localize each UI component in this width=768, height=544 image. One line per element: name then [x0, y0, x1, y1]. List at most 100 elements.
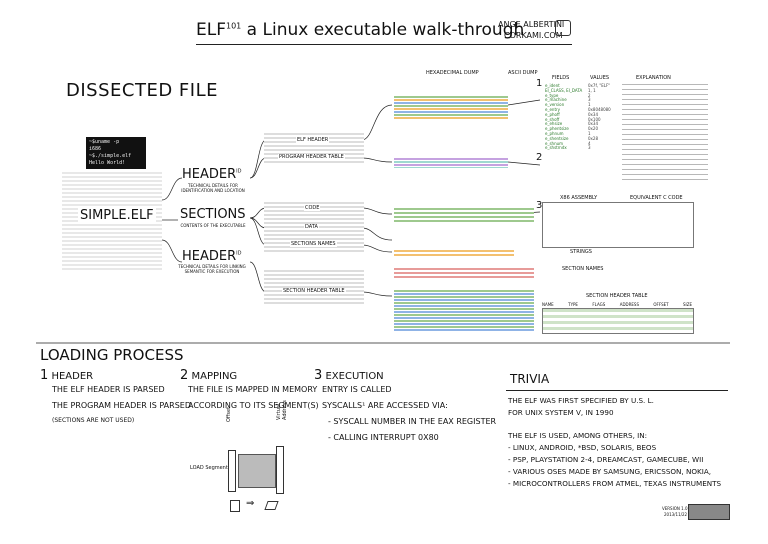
hex-rows-header [394, 96, 508, 120]
title-prefix: ELF [196, 20, 226, 40]
header2-label-text: HEADER [182, 249, 237, 264]
loading-title: LOADING PROCESS [40, 346, 184, 364]
value-item: 1, 1 [588, 87, 596, 93]
va-label: Virtual Address [276, 400, 288, 420]
trivia-line [508, 419, 721, 431]
col-ascii: ASCII DUMP [508, 70, 538, 76]
load-segment-box [238, 454, 276, 488]
fields-list: e_ident EI_CLASS, EI_DATA e_type e_machi… [545, 83, 583, 151]
value-item: 1 [588, 130, 591, 136]
terminal-line: i686 [89, 146, 102, 152]
step1-line: (SECTIONS ARE NOT USED) [52, 417, 135, 424]
step2-line: THE FILE IS MAPPED IN MEMORY [188, 385, 318, 394]
x86-assembly-label: X86 ASSEMBLY [560, 195, 598, 201]
value-item: 2 [588, 92, 591, 98]
sht-col: NAME [542, 302, 554, 307]
value-item: 3 [588, 97, 591, 103]
dissected-title: DISSECTED FILE [66, 80, 218, 101]
trivia-line: - PSP, PLAYSTATION 2-4, DREAMCAST, GAMEC… [508, 454, 704, 464]
hex-rows-data [394, 250, 514, 258]
header-label: HEADERID [182, 167, 241, 182]
mapping-diagram: Offset Virtual Address LOAD Segment ⇒ [190, 400, 300, 519]
field-item: e_entry [545, 106, 561, 112]
version-label: VERSION 1.0 [662, 506, 688, 511]
sht-col: OFFSET [653, 302, 669, 307]
terminal-window: ~$uname -p i686 ~$./simple.elf Hello Wor… [86, 137, 146, 169]
strings-label: STRINGS [570, 249, 592, 255]
step3-line: - CALLING INTERRUPT 0X80 [328, 433, 439, 442]
code-block-label: CODE [304, 205, 321, 211]
terminal-line: ~$./simple.elf [89, 153, 132, 159]
trivia-title: TRIVIA [510, 372, 550, 386]
sht-col: ADDRESS [619, 302, 639, 307]
step1-line: THE PROGRAM HEADER IS PARSED [52, 401, 192, 410]
hex-rows-code [394, 208, 534, 222]
sht-table [542, 308, 694, 334]
field-item: e_phnum [545, 130, 564, 136]
elf-header-block-label: ELF HEADER [296, 137, 330, 143]
value-item: 0x7f, "ELF" [588, 83, 611, 88]
header2-label-sup: ID [236, 250, 242, 257]
step3-heading: 3 EXECUTION [314, 368, 384, 383]
step3-line: ENTRY IS CALLED [322, 385, 392, 394]
trivia-rule [506, 390, 728, 391]
arrow-icon: ⇒ [246, 498, 255, 509]
value-item: 3 [588, 145, 591, 151]
sht-label: SECTION HEADER TABLE [586, 293, 648, 299]
value-item: 0x100 [588, 116, 601, 122]
hex-rows-sht [394, 290, 534, 332]
trivia-line: THE ELF WAS FIRST SPECIFIED BY U.S. L. [508, 396, 654, 405]
file-label: SIMPLE.ELF [78, 208, 156, 223]
asm-box [542, 202, 694, 248]
col-hexdump: HEXADECIMAL DUMP [426, 70, 479, 76]
sht-col: TYPE [568, 302, 578, 307]
data-block-label: DATA [304, 224, 319, 230]
memory-column [276, 446, 284, 494]
step3-line: SYSCALLS¹ ARE ACCESSED VIA: [322, 401, 448, 410]
trivia-line: - MICROCONTROLLERS FROM ATMEL, TEXAS INS… [508, 478, 722, 488]
step2-title: MAPPING [191, 371, 238, 382]
marker-2: 2 [536, 152, 543, 163]
step3-num: 3 [314, 368, 323, 383]
field-item: e_shentsize [545, 135, 569, 141]
field-item: e_phoff [545, 111, 560, 117]
col-fields: FIELDS [552, 75, 570, 81]
section-names-block-label: SECTIONS NAMES [290, 241, 337, 247]
value-item: 0x34 [588, 121, 599, 127]
field-item: e_type [545, 92, 559, 98]
pht-block-label: PROGRAM HEADER TABLE [278, 154, 345, 160]
author-logo-icon [555, 20, 571, 36]
date-label: 2013/11/22 [664, 512, 688, 517]
sht-col: SIZE [683, 302, 692, 307]
header2-caption: TECHNICAL DETAILS FOR LINKING SEMANTIC F… [178, 264, 246, 274]
section-names-label: SECTION NAMES [562, 266, 604, 272]
step1-line: THE ELF HEADER IS PARSED [52, 385, 165, 394]
field-item: e_ehsize [545, 121, 563, 127]
hex-rows-pht [394, 158, 508, 168]
terminal-line: ~$uname -p [89, 139, 120, 145]
load-segment-label: LOAD Segment [190, 465, 228, 471]
site: CORKAMI.COM [504, 31, 563, 40]
sht-columns: NAME TYPE FLAGS ADDRESS OFFSET SIZE [542, 302, 692, 307]
file-column [228, 450, 236, 492]
trivia-body: THE ELF WAS FIRST SPECIFIED BY U.S. L. F… [508, 395, 721, 489]
value-item: 0x8048080 [588, 106, 611, 112]
col-explanation: EXPLANATION [636, 75, 671, 81]
header-rule [196, 44, 572, 45]
field-item: e_phentsize [545, 126, 569, 132]
equivalent-c-label: EQUIVALENT C CODE [630, 195, 683, 201]
author: ANGE ALBERTINI [498, 20, 565, 29]
step3-title: EXECUTION [325, 371, 384, 382]
hex-rows-names [394, 268, 534, 278]
value-item: 4 [588, 140, 591, 146]
step1-heading: 1 HEADER [40, 368, 93, 383]
trivia-line: FOR UNIX SYSTEM V, IN 1990 [508, 407, 614, 417]
memory-chip-icon [264, 501, 279, 510]
sht-block-label: SECTION HEADER TABLE [282, 288, 346, 294]
field-item: e_machine [545, 97, 567, 103]
title-sup: 101 [226, 21, 242, 31]
value-item: 0x28 [588, 135, 599, 141]
marker-3: 3 [536, 200, 543, 211]
step2-line: ACCORDING TO ITS SEGMENT(S) [188, 401, 319, 410]
field-item: EI_CLASS, EI_DATA [545, 87, 583, 93]
